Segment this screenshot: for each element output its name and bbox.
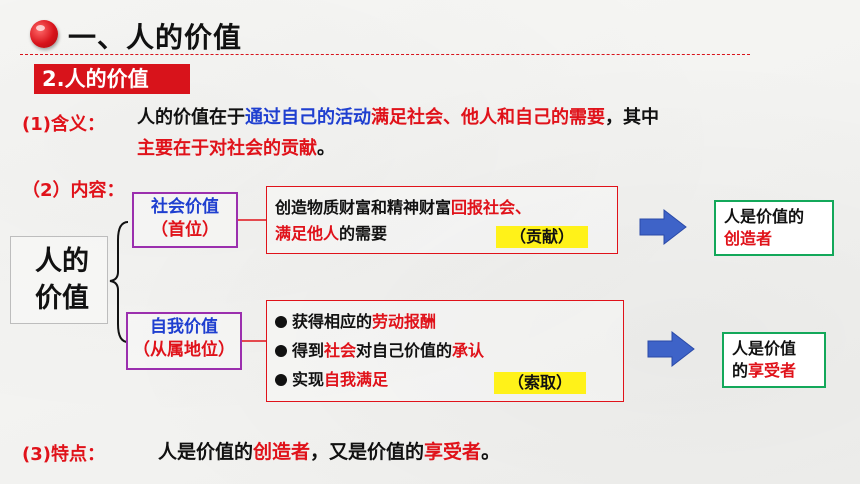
category-name: 自我价值 [150,317,218,337]
meaning-line-2: 主要在于对社会的贡献。 [137,134,335,160]
feature-part: 人是价值的 [158,441,254,463]
detail-red-text: 满足他人 [275,224,340,243]
detail-red-text: 自我满足 [324,370,389,389]
claim-tag: （索取） [494,372,586,394]
meaning-red-text: 满足社会、他人和自己的需要 [371,107,605,128]
meaning-red-text: 主要在于对社会的贡献 [137,138,317,159]
detail-red-text: 回报社会、 [451,198,532,217]
content-label: （2）内容： [22,180,125,201]
category-name: 社会价值 [151,197,219,217]
title-divider [20,54,750,55]
detail-text: 对自己价值的 [356,341,453,360]
bullet-icon [275,374,287,386]
root-concept-line: 人的 [35,246,89,277]
feature-red-part: 享受者 [424,441,482,463]
root-concept-box: 人的 价值 [10,236,108,324]
root-concept-line: 价值 [35,283,89,314]
meaning-line-1: 人的价值在于通过自己的活动满足社会、他人和自己的需要，其中 [137,103,659,129]
detail-text: 获得相应的 [292,312,373,331]
result-red-text: 享受者 [748,361,797,380]
detail-text: 的需要 [339,224,388,243]
feature-text: 人是价值的创造者，又是价值的享受者。 [158,437,500,464]
meaning-text: 人的价值在于 [137,107,245,128]
detail-line: 满足他人的需要 [275,221,617,247]
bullet-icon [275,345,287,357]
category-rank: （首位） [151,220,219,240]
creator-result-box: 人是价值的 创造者 [714,200,834,256]
detail-red-text: 承认 [452,341,485,360]
social-value-box: 社会价值 （首位） [132,192,238,248]
enjoyer-result-box: 人是价值 的享受者 [722,332,826,388]
meaning-blue-text: 通过自己的活动 [245,107,371,128]
bullet-item: 得到社会对自己价值的承认 [275,336,623,365]
feature-part: 。 [481,441,501,463]
bullet-item: 获得相应的劳动报酬 [275,307,623,336]
arrow-right-icon [647,330,695,368]
bullet-item: 实现自我满足 [275,365,623,394]
detail-text: 得到 [292,341,325,360]
category-rank: （从属地位） [133,340,235,360]
detail-red-text: 劳动报酬 [372,312,437,331]
detail-line: 创造物质财富和精神财富回报社会、 [275,195,617,221]
bullet-icon [275,316,287,328]
arrow-right-icon [639,208,687,246]
detail-text: 创造物质财富和精神财富 [275,198,452,217]
feature-label: (3)特点： [22,444,105,465]
meaning-label: (1)含义： [22,114,105,135]
title-bullet-icon [30,20,58,48]
section-label: 2.人的价值 [34,64,190,94]
self-value-box: 自我价值 （从属地位） [126,312,242,370]
meaning-text: ，其中 [605,107,659,128]
result-red-text: 创造者 [724,229,773,248]
result-text: 人是价值 [732,339,797,358]
brace-connector [109,221,129,343]
result-line: 的享受者 [732,360,824,382]
feature-part: ，又是价值的 [310,441,425,463]
detail-text: 实现 [292,370,325,389]
result-text: 的 [732,361,749,380]
meaning-text: 。 [317,138,335,159]
contribution-tag: （贡献） [496,226,588,248]
result-text: 人是价值的 [724,207,805,226]
detail-red-text: 社会 [324,341,357,360]
feature-red-part: 创造者 [253,441,311,463]
page-title: 一、人的价值 [68,21,243,54]
